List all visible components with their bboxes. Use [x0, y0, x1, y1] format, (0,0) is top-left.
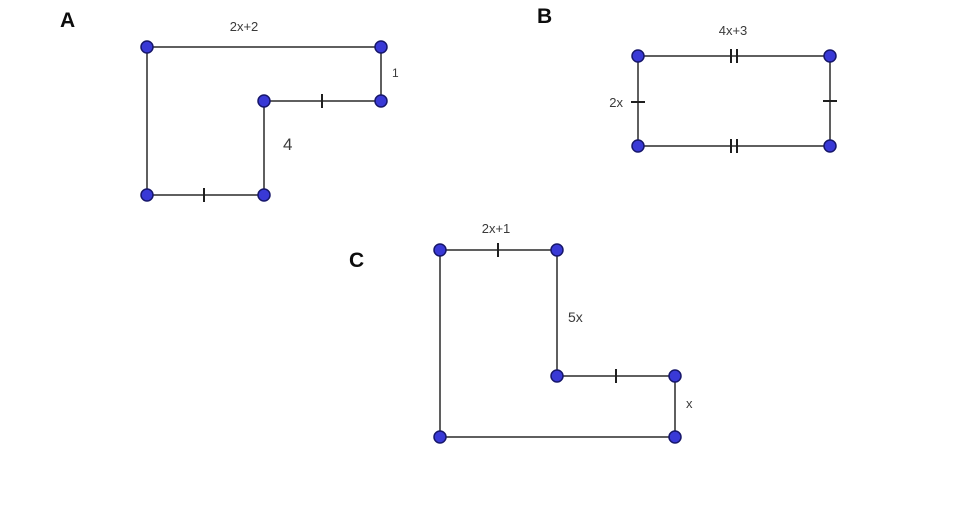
vertex-dot: [257, 188, 271, 202]
vertex-dot: [823, 49, 837, 63]
vertex-dot: [433, 430, 447, 444]
figure-letter-A: A: [60, 9, 75, 32]
figure-B-outline: [637, 55, 831, 147]
vertex-dot: [550, 243, 564, 257]
vertex-dot: [374, 94, 388, 108]
vertex-dot: [631, 139, 645, 153]
figure-C: 2x+1 5x x C: [349, 221, 693, 444]
vertex-dot: [550, 369, 564, 383]
vertex-dot: [823, 139, 837, 153]
figure-C-outline: [439, 249, 676, 438]
side-label: 4x+3: [719, 23, 748, 38]
vertex-dot: [668, 430, 682, 444]
figure-letter-C: C: [349, 249, 364, 272]
vertex-dot: [668, 369, 682, 383]
side-label: x: [686, 396, 693, 411]
side-label: 2x+1: [482, 221, 511, 236]
side-label: 1: [392, 66, 399, 80]
vertex-dot: [140, 188, 154, 202]
figure-letter-B: B: [537, 5, 552, 28]
vertex-dot: [257, 94, 271, 108]
figure-A-outline: [146, 46, 382, 196]
vertex-dot: [433, 243, 447, 257]
figure-A: 2x+2 1 4 A: [60, 9, 399, 202]
vertex-dot: [374, 40, 388, 54]
side-label: 5x: [568, 309, 583, 325]
vertex-dot: [631, 49, 645, 63]
side-label: 4: [283, 135, 292, 154]
side-label: 2x: [609, 95, 623, 110]
side-label: 2x+2: [230, 19, 259, 34]
vertex-dot: [140, 40, 154, 54]
figure-B: 4x+3 2x B: [537, 5, 837, 153]
